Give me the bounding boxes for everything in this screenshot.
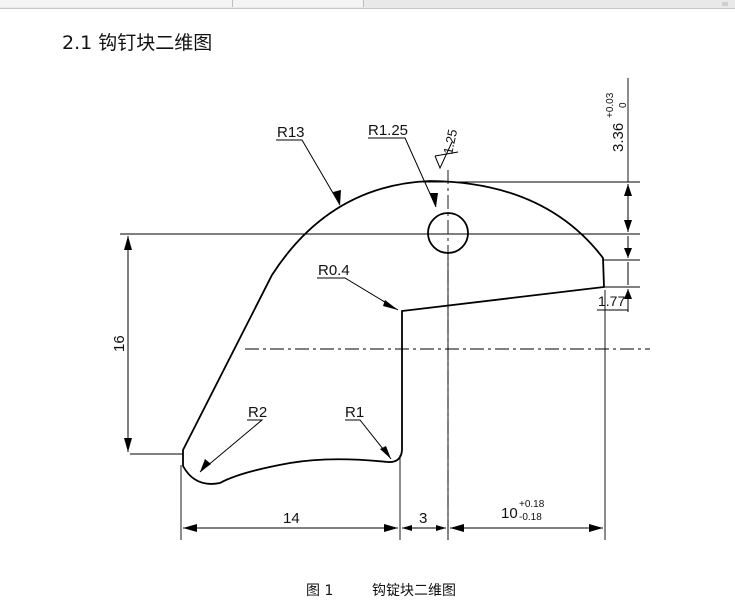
extension-lines [120,78,640,540]
dim-10-lower-tolerance: -0.18 [519,512,542,523]
dim-1-77: 1.77 [598,293,625,309]
figure-label: 图 1 [306,583,334,599]
label-r13: R13 [277,124,305,141]
label-r0-4: R0.4 [318,262,350,279]
dim-16: 16 [111,335,128,352]
roughness-symbol-icon [434,141,459,170]
part-outline [182,180,605,485]
dim-3-36: 3.36 [610,123,627,152]
center-lines [245,170,650,540]
label-r1: R1 [345,404,364,421]
label-roughness: 1.25 [440,128,460,156]
resize-grip-icon [722,2,728,6]
label-r2: R2 [248,404,267,421]
dim-3-36-upper-tolerance: +0.03 [605,92,616,118]
window-top-bar [0,0,735,9]
dim-3: 3 [419,510,427,527]
dim-10: 10 [501,505,518,522]
dim-14: 14 [283,510,300,527]
label-r1-25: R1.25 [368,122,408,139]
arrowheads [124,184,632,532]
toolbar-segment-middle [233,0,364,7]
dim-10-upper-tolerance: +0.18 [519,499,545,510]
figure-title: 钩锭块二维图 [372,583,456,599]
toolbar-segment-left [0,0,233,7]
dim-3-36-lower-tolerance: 0 [618,102,629,108]
section-heading: 2.1 钩钉块二维图 [62,32,213,54]
